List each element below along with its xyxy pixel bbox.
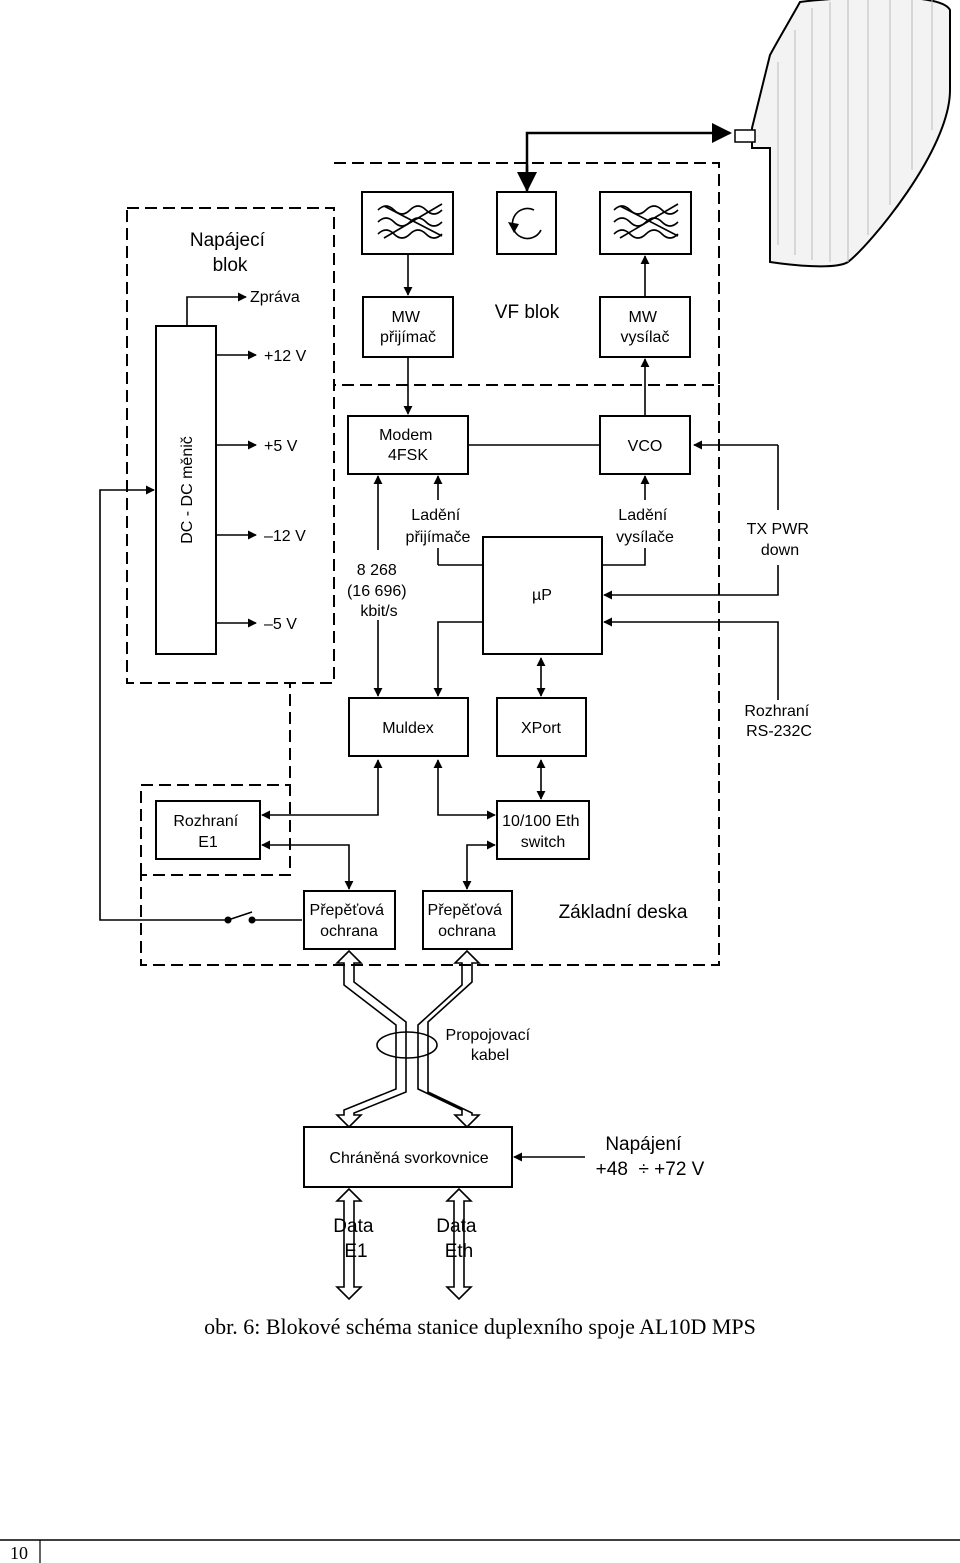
mw-vysilac-label-1: MW <box>629 309 658 326</box>
dcdc-box <box>155 325 217 655</box>
vco-box <box>599 415 691 475</box>
svg-text:TX PWR down: TX PWR down <box>747 521 814 559</box>
modem-box <box>347 415 469 475</box>
eth-switch-label-1: 10/100 Eth <box>502 813 579 830</box>
dcdc-label: DC - DC měnič <box>179 436 196 544</box>
rozhrani-e1-label-1: Rozhraní <box>173 813 238 830</box>
mw-vysilac-box <box>599 296 691 358</box>
data-e1-label-1: Data <box>333 1216 374 1237</box>
eth-switch-box <box>496 800 590 860</box>
napajeni-label-1: Napájení <box>605 1134 682 1155</box>
xport-box <box>496 697 587 757</box>
napajeni-label-2: +48 ÷ +72 V <box>596 1159 705 1180</box>
svg-text:Ladění vysílače: Ladění vysílače <box>616 507 674 546</box>
rs232-label-1: Rozhraní <box>744 703 809 720</box>
ladeni-vysilace-label-1: Ladění <box>618 507 667 524</box>
napajeci-blok-label-1: Napájecí <box>190 230 266 251</box>
prepetova-ochrana-1-box <box>303 890 396 950</box>
napajeci-blok-frame <box>126 207 335 684</box>
v5m-label: –5 V <box>264 616 297 633</box>
modem-label-2: 4FSK <box>388 447 428 464</box>
propojovaci-label-2: kabel <box>471 1047 509 1064</box>
svg-text:Přepěťová ochrana: Přepěťová ochrana <box>310 902 389 940</box>
figure-caption: obr. 6: Blokové schéma stanice duplexníh… <box>204 1314 756 1339</box>
circulator-icon <box>496 191 557 255</box>
vf-blok-label: VF blok <box>495 302 560 323</box>
prepetova-2-label-2: ochrana <box>438 923 496 940</box>
tx-pwr-label-1: TX PWR <box>747 521 809 538</box>
v5p-label: +5 V <box>264 438 298 455</box>
mw-prijimac-label-2: přijímač <box>380 329 436 346</box>
prepetova-ochrana-2-box <box>422 890 513 950</box>
tx-pwr-label-2: down <box>761 542 799 559</box>
rate-label-2: (16 696) <box>347 583 407 600</box>
svg-text:MW přijímač: MW přijímač <box>380 309 436 346</box>
eth-switch-label-2: switch <box>521 834 565 851</box>
svg-text:Napájecí blok: Napájecí blok <box>190 230 270 276</box>
svg-text:8 268 (16 696) kbit/s: 8 268 (16 696) kbit/s <box>347 562 411 620</box>
svg-text:Modem 4FSK: Modem 4FSK <box>379 427 437 464</box>
svorkovnice-box <box>303 1126 513 1188</box>
data-eth-label-1: Data <box>436 1216 477 1237</box>
svg-text:Napájení +48 ÷ +72 V: Napájení +48 ÷ +72 V <box>596 1134 705 1180</box>
data-e1-label-2: E1 <box>344 1241 367 1262</box>
mw-prijimac-box <box>362 296 454 358</box>
svorkovnice-label: Chráněná svorkovnice <box>329 1150 488 1167</box>
muldex-label: Muldex <box>382 720 434 737</box>
svg-text:Ladění přijímače: Ladění přijímače <box>406 507 471 546</box>
svg-text:Přepěťová ochrana: Přepěťová ochrana <box>428 902 507 940</box>
antenna-dish-icon <box>734 0 951 268</box>
data-eth-label-2: Eth <box>445 1241 474 1262</box>
prepetova-1-label-2: ochrana <box>320 923 378 940</box>
svg-text:MW vysílač: MW vysílač <box>621 309 670 346</box>
prepetova-2-label-1: Přepěťová <box>428 902 503 919</box>
svg-text:Data Eth: Data Eth <box>436 1216 481 1262</box>
svg-text:Propojovací kabel: Propojovací kabel <box>446 1027 535 1064</box>
zprava-label: Zpráva <box>250 289 300 306</box>
connectors <box>99 123 779 1162</box>
rs232-label-2: RS-232C <box>746 723 812 740</box>
rate-label-1: 8 268 <box>357 562 397 579</box>
svg-text:Rozhraní E1: Rozhraní E1 <box>173 813 242 851</box>
rx-filter-icon <box>361 191 454 255</box>
vco-label: VCO <box>628 438 663 455</box>
up-box <box>482 536 603 655</box>
napajeci-blok-label-2: blok <box>213 255 248 276</box>
v12m-label: –12 V <box>264 528 306 545</box>
vf-blok-frame <box>334 162 720 386</box>
rate-label-3: kbit/s <box>360 603 397 620</box>
ladeni-prijimace-label-2: přijímače <box>406 529 471 546</box>
svg-text:Rozhraní RS-232C: Rozhraní RS-232C <box>744 703 813 740</box>
rozhrani-e1-frame <box>140 784 290 875</box>
v12p-label: +12 V <box>264 348 307 365</box>
mw-prijimac-label-1: MW <box>392 309 421 326</box>
muldex-box <box>348 697 469 757</box>
tx-filter-icon <box>599 191 692 255</box>
modem-label-1: Modem <box>379 427 432 444</box>
interconnect-cable <box>335 949 481 1301</box>
ladeni-vysilace-label-2: vysílače <box>616 529 674 546</box>
xport-label: XPort <box>521 720 562 737</box>
zakladni-deska-label: Základní deska <box>559 902 688 923</box>
up-label: µP <box>532 587 552 604</box>
mw-vysilac-label-2: vysílač <box>621 329 670 346</box>
rozhrani-e1-label-2: E1 <box>198 834 218 851</box>
page-number: 10 <box>10 1543 28 1563</box>
rozhrani-e1-box <box>155 800 261 860</box>
svg-text:Data E1: Data E1 <box>333 1216 378 1262</box>
svg-text:10/100 Eth switch: 10/100 Eth switch <box>502 813 584 851</box>
prepetova-1-label-1: Přepěťová <box>310 902 385 919</box>
ladeni-prijimace-label-1: Ladění <box>411 507 460 524</box>
propojovaci-label-1: Propojovací <box>446 1027 531 1044</box>
